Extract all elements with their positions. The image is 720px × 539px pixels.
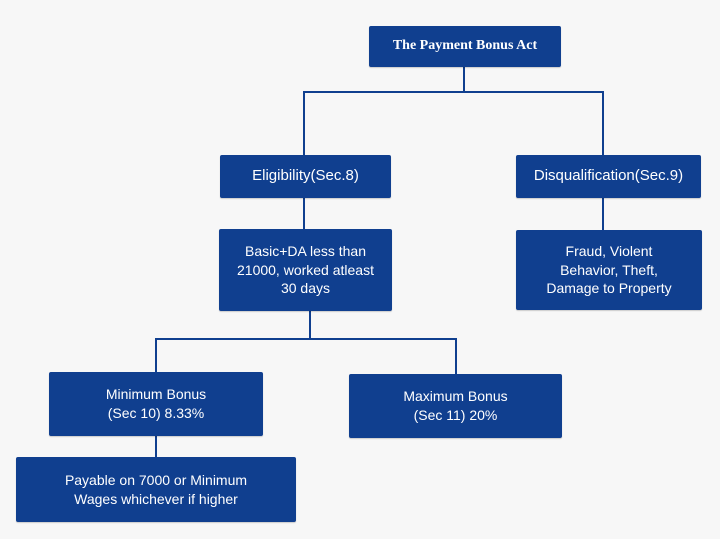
disqualification-node: Disqualification(Sec.9) [516,155,701,198]
eligibility-detail-node: Basic+DA less than 21000, worked atleast… [219,229,392,311]
disqualification-detail-node: Fraud, Violent Behavior, Theft, Damage t… [516,230,702,310]
maximum-bonus-node: Maximum Bonus (Sec 11) 20% [349,374,562,438]
eligibility-node: Eligibility(Sec.8) [220,155,391,198]
minimum-bonus-node: Minimum Bonus (Sec 10) 8.33% [49,372,263,436]
minimum-bonus-detail-node: Payable on 7000 or Minimum Wages whichev… [16,457,296,522]
root-node: The Payment Bonus Act [369,26,561,67]
